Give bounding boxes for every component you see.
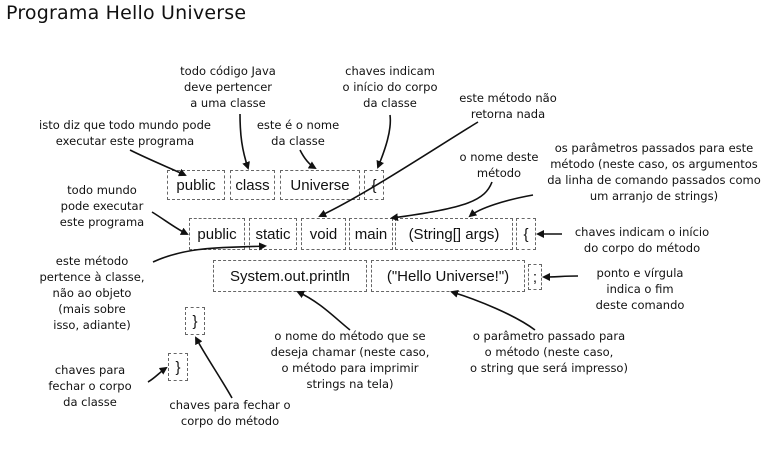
note-close-class: chaves para fechar o corpo da classe <box>48 363 132 409</box>
page-title: Programa Hello Universe <box>6 2 247 24</box>
note-param-passed: o parâmetro passado para o método (neste… <box>470 329 628 375</box>
note-static: este método pertence à classe, não ao ob… <box>39 254 145 332</box>
token-class-keyword: class <box>230 170 275 200</box>
token-println-call: System.out.println <box>213 260 367 292</box>
token-main-method: main <box>349 218 393 250</box>
token-public-class-modifier: public <box>167 170 225 200</box>
note-braces-class-body: chaves indicam o início do corpo da clas… <box>342 64 438 110</box>
token-method-args: (String[] args) <box>395 218 513 250</box>
note-no-return: este método não retorna nada <box>459 91 557 121</box>
token-class-name: Universe <box>280 170 360 200</box>
token-semicolon: ; <box>528 264 542 290</box>
token-hello-string: ("Hello Universe!") <box>371 260 525 292</box>
token-class-brace-close: } <box>168 353 188 381</box>
token-class-brace-open: { <box>364 170 384 200</box>
note-class-name: este é o nome da classe <box>256 118 340 148</box>
note-everyone-execute: todo mundo pode executar este programa <box>59 183 145 229</box>
note-close-method: chaves para fechar o corpo do método <box>169 398 291 428</box>
token-static-keyword: static <box>249 218 297 250</box>
token-method-brace-open: { <box>516 218 536 250</box>
note-call-name: o nome do método que se deseja chamar (n… <box>270 329 430 391</box>
token-method-brace-close: } <box>185 307 205 335</box>
note-java-class: todo código Java deve pertencer a uma cl… <box>180 64 276 110</box>
note-braces-method-body: chaves indicam o início do corpo do méto… <box>574 225 710 255</box>
note-method-name: o nome deste método <box>459 150 539 180</box>
token-void-keyword: void <box>301 218 346 250</box>
note-semicolon: ponto e vírgula indica o fim deste coman… <box>595 266 685 312</box>
note-parameters: os parâmetros passados para este método … <box>547 141 761 203</box>
note-public-everyone: isto diz que todo mundo pode executar es… <box>39 118 211 148</box>
token-public-method-modifier: public <box>189 218 245 250</box>
